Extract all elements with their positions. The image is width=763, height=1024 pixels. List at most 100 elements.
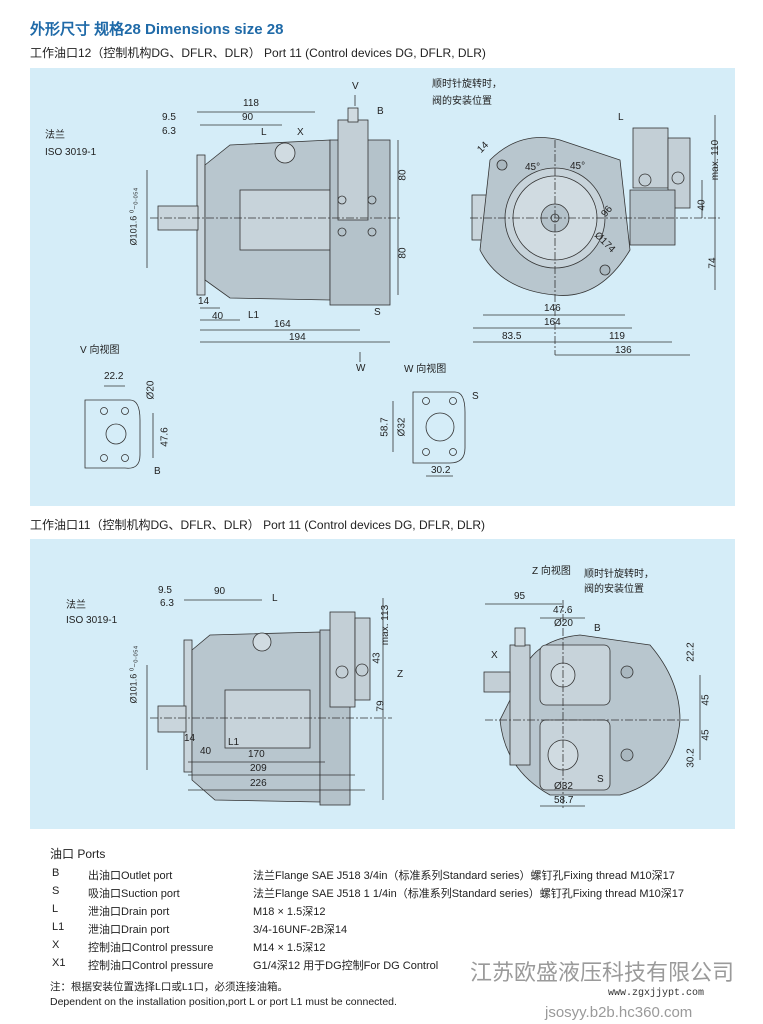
angle-label: 45°: [525, 162, 541, 173]
dim-label: 6.3: [162, 126, 176, 137]
dim-label: Ø32: [396, 417, 408, 437]
dim-label: 40: [212, 311, 224, 322]
dim-label: 14: [198, 296, 210, 307]
port-spec: 3/4-16UNF-2B深14: [253, 924, 348, 936]
dim-label: 47.6: [159, 427, 171, 447]
port-label-s: S: [597, 774, 604, 785]
dim-label: 30.2: [685, 748, 697, 768]
port-label-l1: L1: [248, 310, 260, 321]
flange-standard-label: ISO 3019-1: [66, 615, 118, 626]
dim-label: 45: [700, 729, 712, 741]
port-code: S: [52, 885, 60, 897]
w-view-title: W 向视图: [404, 364, 447, 375]
dim-label: 79: [375, 700, 387, 712]
view-marker-w: W: [356, 363, 366, 374]
port-label-s: S: [374, 307, 381, 318]
page-title: 外形尺寸 规格28 Dimensions size 28: [30, 21, 284, 38]
dim-label: 58.7: [379, 417, 391, 437]
dim-label: 164: [544, 317, 561, 328]
port-name: 控制油口Control pressure: [88, 942, 214, 954]
view-marker-z: Z: [397, 669, 404, 680]
flange-standard-label: ISO 3019-1: [45, 147, 97, 158]
w-view-flange: [392, 391, 466, 477]
port-code: X1: [52, 957, 66, 969]
dim-label: max. 110: [710, 139, 722, 181]
dim-label: Ø20: [554, 618, 573, 629]
port-spec: M18 × 1.5深12: [253, 906, 326, 918]
port-name: 控制油口Control pressure: [88, 960, 214, 972]
note-chinese: 注：根据安装位置选择L口或L1口，必须连接油箱。: [50, 981, 289, 993]
dim-label: 194: [289, 332, 306, 343]
dim-label: Ø32: [554, 781, 573, 792]
dim-label: 119: [609, 331, 625, 342]
dim-label: 164: [274, 319, 291, 330]
view-marker-v: V: [352, 81, 359, 92]
dim-label: 74: [707, 257, 719, 269]
dim-label: 43: [371, 652, 383, 664]
port-label-x: X: [491, 650, 498, 661]
port-label-b: B: [154, 466, 161, 477]
rotation-note: 顺时针旋转时，: [432, 79, 502, 90]
v-view-flange: [84, 385, 154, 469]
dim-label: 83.5: [502, 331, 522, 342]
port-label-x: X: [297, 127, 304, 138]
pump-side-view-2: [146, 598, 392, 806]
port-label-s: S: [472, 391, 479, 402]
dim-label: 58.7: [554, 795, 574, 806]
pump-z-view: [483, 600, 701, 810]
dim-label: 45: [700, 694, 712, 706]
port-label-b: B: [377, 106, 384, 117]
port-label-l: L: [272, 593, 278, 604]
dim-label: 90: [242, 112, 254, 123]
port-code: L: [52, 903, 59, 915]
port-spec: 法兰Flange SAE J518 1 1/4in（标准系列Standard s…: [253, 888, 685, 900]
port-name: 吸油口Suction port: [88, 888, 180, 900]
dim-label: 136: [615, 345, 632, 356]
port-label-b: B: [594, 623, 601, 634]
dim-label: 209: [250, 763, 267, 774]
note-english: Dependent on the installation position,p…: [50, 996, 397, 1008]
dim-label: Ø20: [145, 380, 157, 400]
rotation-note: 阀的安装位置: [584, 584, 644, 595]
port-label-l: L: [618, 112, 624, 123]
dim-label-diameter: Ø101.6 ⁰₋₀.₀₅₄: [128, 645, 139, 704]
dim-label: 40: [200, 746, 212, 757]
port-name: 出油口Outlet port: [88, 870, 173, 882]
v-view-title: V 向视图: [80, 345, 120, 356]
rotation-note: 阀的安装位置: [432, 96, 492, 107]
dim-label: 226: [250, 778, 267, 789]
dim-label: max. 113: [380, 604, 392, 646]
port-spec: M14 × 1.5深12: [253, 942, 326, 954]
dim-label: 9.5: [162, 112, 176, 123]
dim-label: 95: [514, 591, 526, 602]
watermark-site-2: jsosyy.b2b.hc360.com: [545, 1004, 693, 1021]
port-label-l: L: [261, 127, 267, 138]
dim-label-diameter: Ø101.6 ⁰₋₀.₀₅₄: [128, 187, 139, 246]
port-code: L1: [52, 921, 65, 933]
port-code: B: [52, 867, 60, 879]
dim-label: 90: [214, 586, 226, 597]
port-name: 泄油口Drain port: [88, 906, 170, 918]
dim-label: 80: [397, 169, 409, 181]
dim-label: 40: [696, 199, 708, 211]
port-spec: 法兰Flange SAE J518 3/4in（标准系列Standard ser…: [253, 870, 675, 882]
dim-label: 14: [184, 733, 196, 744]
ports-heading: 油口 Ports: [50, 847, 106, 861]
port-code: X: [52, 939, 60, 951]
port-name: 泄油口Drain port: [88, 924, 170, 936]
pump-front-view-1: [470, 115, 720, 356]
dim-label: 6.3: [160, 598, 174, 609]
dim-label: 47.6: [553, 605, 573, 616]
flange-label: 法兰: [45, 130, 65, 141]
angle-label: 45°: [570, 161, 586, 172]
port-spec: G1/4深12 用于DG控制For DG Control: [253, 960, 439, 972]
watermark-site-1: www.zgxjjypt.com: [608, 988, 705, 999]
z-view-title: Z 向视图: [532, 566, 571, 577]
section-subtitle-port11: 工作油口11（控制机构DG、DFLR、DLR） Port 11 (Control…: [30, 518, 485, 532]
dim-label: 80: [397, 247, 409, 259]
rotation-note: 顺时针旋转时，: [584, 569, 654, 580]
dim-label: 9.5: [158, 585, 172, 596]
dim-label: 146: [544, 303, 561, 314]
dim-label: 118: [243, 98, 259, 109]
